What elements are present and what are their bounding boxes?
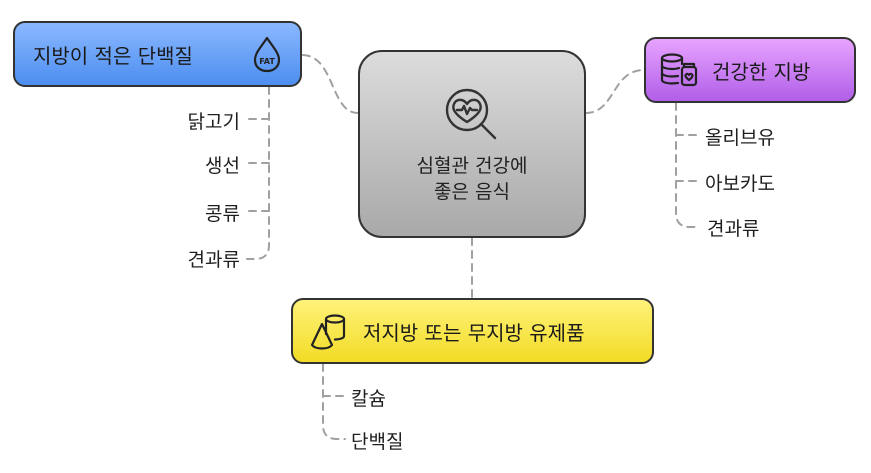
connector-center-fat [585,69,645,114]
connector-center-lean [301,54,359,114]
fat-drop-icon: FAT [253,36,281,73]
connector-fat-trunk [675,102,701,228]
central-title-line1: 심혈관 건강에 [416,155,528,177]
central-topic-node: 심혈관 건강에 좋은 음식 [358,50,586,238]
central-title-line2: 좋은 음식 [434,181,510,203]
lean-item-nuts: 견과류 [187,249,240,271]
lean-item-beans: 콩류 [205,203,240,225]
heart-pulse-magnifier-icon [445,88,497,140]
healthy-fat-label: 건강한 지방 [712,59,811,84]
dairy-item-calcium: 칼슘 [351,388,386,410]
fat-item-nuts: 견과류 [707,218,760,240]
lean-item-fish: 생선 [205,155,240,177]
dairy-node: 저지방 또는 무지방 유제품 [291,298,654,364]
database-jar-icon [660,53,698,87]
dairy-label: 저지방 또는 무지방 유제품 [363,320,585,345]
fat-item-olive-oil: 올리브유 [705,127,775,149]
lean-protein-node: 지방이 적은 단백질 FAT [13,21,302,87]
fat-icon-text: FAT [259,57,275,66]
lean-protein-label: 지방이 적은 단백질 [33,43,193,68]
fat-item-avocado: 아보카도 [705,173,775,195]
healthy-fat-node: 건강한 지방 [644,37,856,103]
connector-lean-trunk [246,86,270,260]
connector-dairy-trunk [322,363,346,440]
cylinder-cone-icon [310,314,346,350]
lean-item-chicken: 닭고기 [187,111,240,133]
dairy-item-protein: 단백질 [351,431,404,453]
